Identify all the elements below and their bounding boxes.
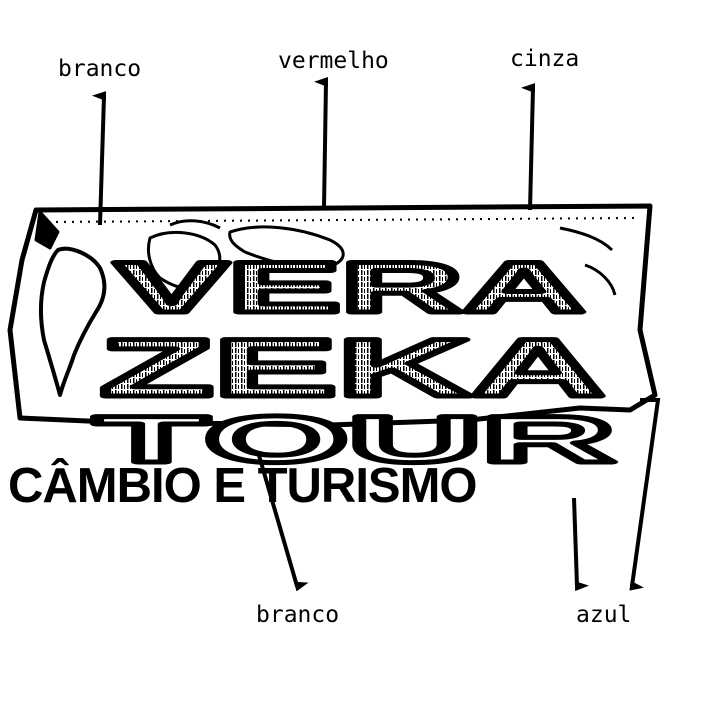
arrow-bottom-azul-1 (572, 497, 589, 592)
arrow-bottom-branco (256, 451, 309, 592)
arrow-top-cinza (521, 83, 536, 211)
label-top-cinza: cinza (510, 46, 580, 72)
arrow-top-branco (92, 91, 107, 226)
logo-word-art: VERA ZEKA TOUR (93, 246, 618, 479)
logo-subtitle: CÂMBIO E TURISMO (8, 459, 478, 513)
logo-line-tour: TOUR (95, 402, 615, 476)
label-bottom-branco: branco (256, 602, 340, 628)
arrow-top-vermelho (314, 77, 329, 209)
world-map-icon (34, 210, 617, 397)
label-top-branco: branco (58, 56, 142, 82)
logo-line-vera: VERA (115, 248, 585, 328)
logo-line-zeka: ZEKA (100, 323, 605, 414)
arrow-bottom-azul-2 (629, 398, 661, 591)
label-top-vermelho: vermelho (278, 48, 389, 74)
annotation-arrows (92, 77, 661, 592)
label-bottom-azul: azul (576, 602, 632, 628)
